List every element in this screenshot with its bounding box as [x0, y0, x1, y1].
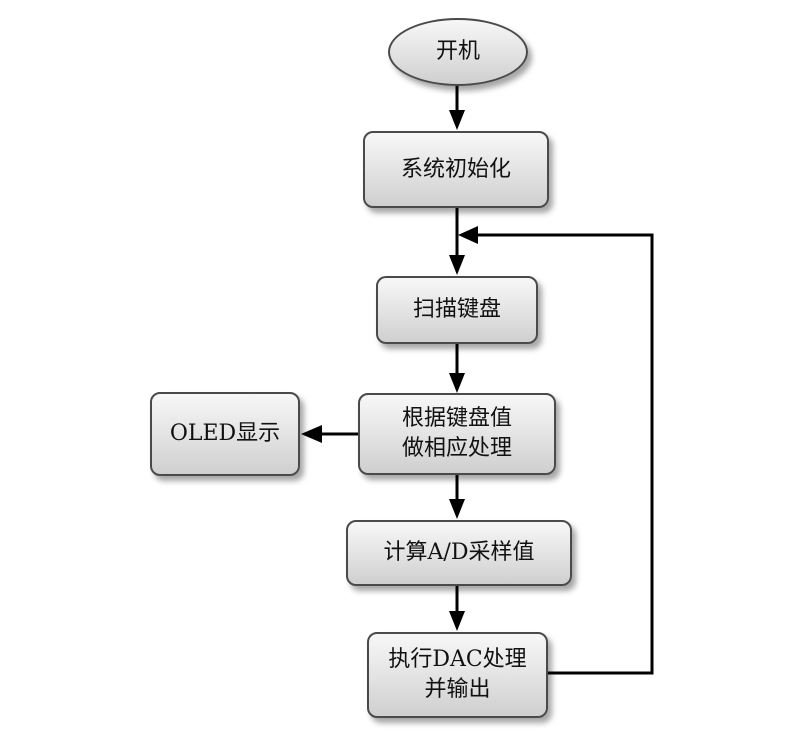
arrowhead-process-to-ad	[449, 499, 465, 519]
process-key-label-line2: 做相应处理	[401, 436, 512, 461]
ad-sample-label: 计算A/D采样值	[383, 540, 535, 565]
oled-display-node: OLED显示	[150, 392, 300, 476]
dac-output-node: 执行DAC处理 并输出	[367, 632, 548, 718]
dac-output-label-line1: 执行DAC处理	[388, 647, 527, 672]
arrowhead-loop-back	[458, 226, 478, 244]
arrowhead-process-to-oled	[301, 425, 322, 443]
start-label: 开机	[435, 39, 480, 64]
arrowhead-start-to-init	[449, 110, 465, 130]
dac-output-label-line2: 并输出	[424, 677, 491, 702]
arrowhead-scan-to-process	[449, 373, 465, 393]
arrowhead-init-to-scan	[449, 255, 465, 275]
process-key-label-line1: 根据键盘值	[401, 406, 512, 431]
loop-back-arrow	[474, 233, 654, 675]
start-node: 开机	[388, 18, 528, 86]
scan-keyboard-label: 扫描键盘	[412, 297, 501, 322]
ad-sample-node: 计算A/D采样值	[346, 520, 572, 586]
init-node: 系统初始化	[363, 131, 549, 208]
oled-display-label: OLED显示	[169, 421, 281, 446]
arrowhead-ad-to-dac	[449, 611, 465, 631]
scan-keyboard-node: 扫描键盘	[376, 276, 538, 344]
process-key-node: 根据键盘值 做相应处理	[358, 393, 556, 475]
init-label: 系统初始化	[400, 156, 511, 182]
